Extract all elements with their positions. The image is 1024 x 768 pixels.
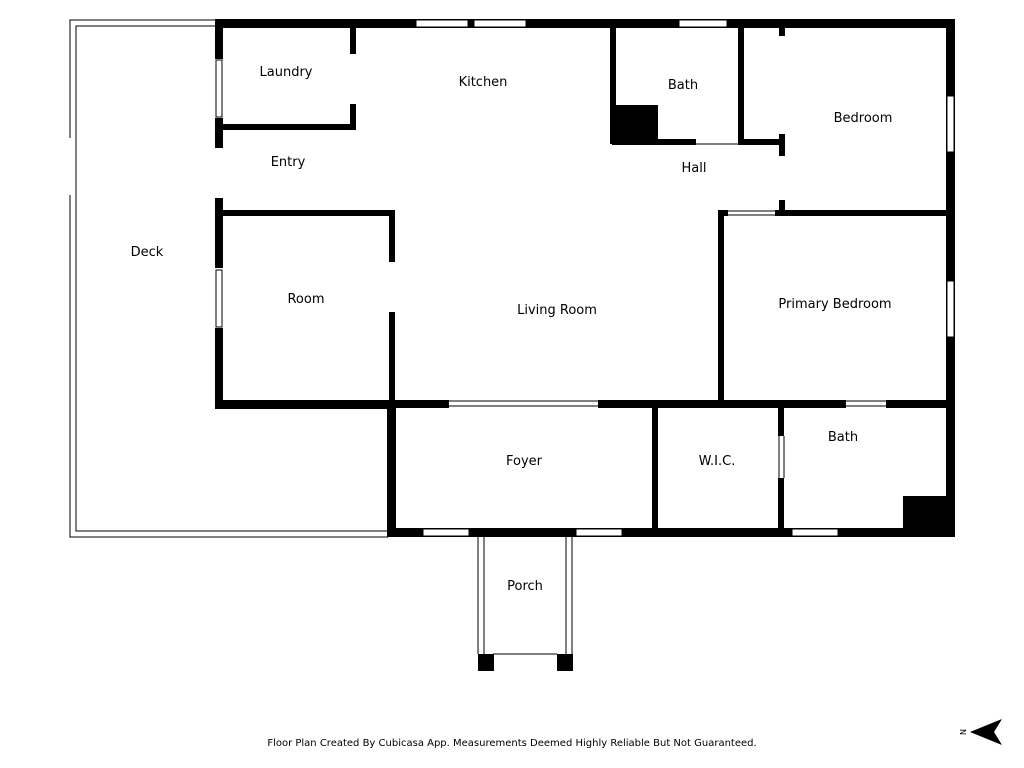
room-label-deck: Deck [131, 245, 164, 260]
room-label-hall: Hall [682, 161, 707, 176]
room-label-bedroom: Bedroom [834, 111, 893, 126]
room-label-primary-bedroom: Primary Bedroom [778, 297, 891, 312]
room-label-bath-upper: Bath [668, 78, 698, 93]
room-label-wic: W.I.C. [699, 454, 736, 469]
room-label-laundry: Laundry [260, 65, 313, 80]
room-label-entry: Entry [271, 155, 306, 170]
door-openings [449, 143, 886, 537]
windows [215, 19, 955, 537]
shower-upper [612, 105, 658, 145]
exterior-walls [215, 19, 955, 537]
room-label-foyer: Foyer [506, 454, 543, 469]
fixtures [612, 105, 948, 532]
room-label-kitchen: Kitchen [459, 75, 508, 90]
deck-outline [69, 19, 388, 538]
room-label-room: Room [287, 292, 324, 307]
room-label-bath-lower: Bath [828, 430, 858, 445]
room-label-porch: Porch [507, 579, 543, 594]
compass-label: N [959, 729, 968, 735]
room-label-living-room: Living Room [517, 303, 597, 318]
north-arrow-icon: N [959, 719, 1002, 745]
shower-lower [903, 496, 948, 532]
interior-walls [223, 28, 955, 530]
porch-structure [469, 528, 576, 671]
footer-disclaimer: Floor Plan Created By Cubicasa App. Meas… [267, 738, 756, 749]
